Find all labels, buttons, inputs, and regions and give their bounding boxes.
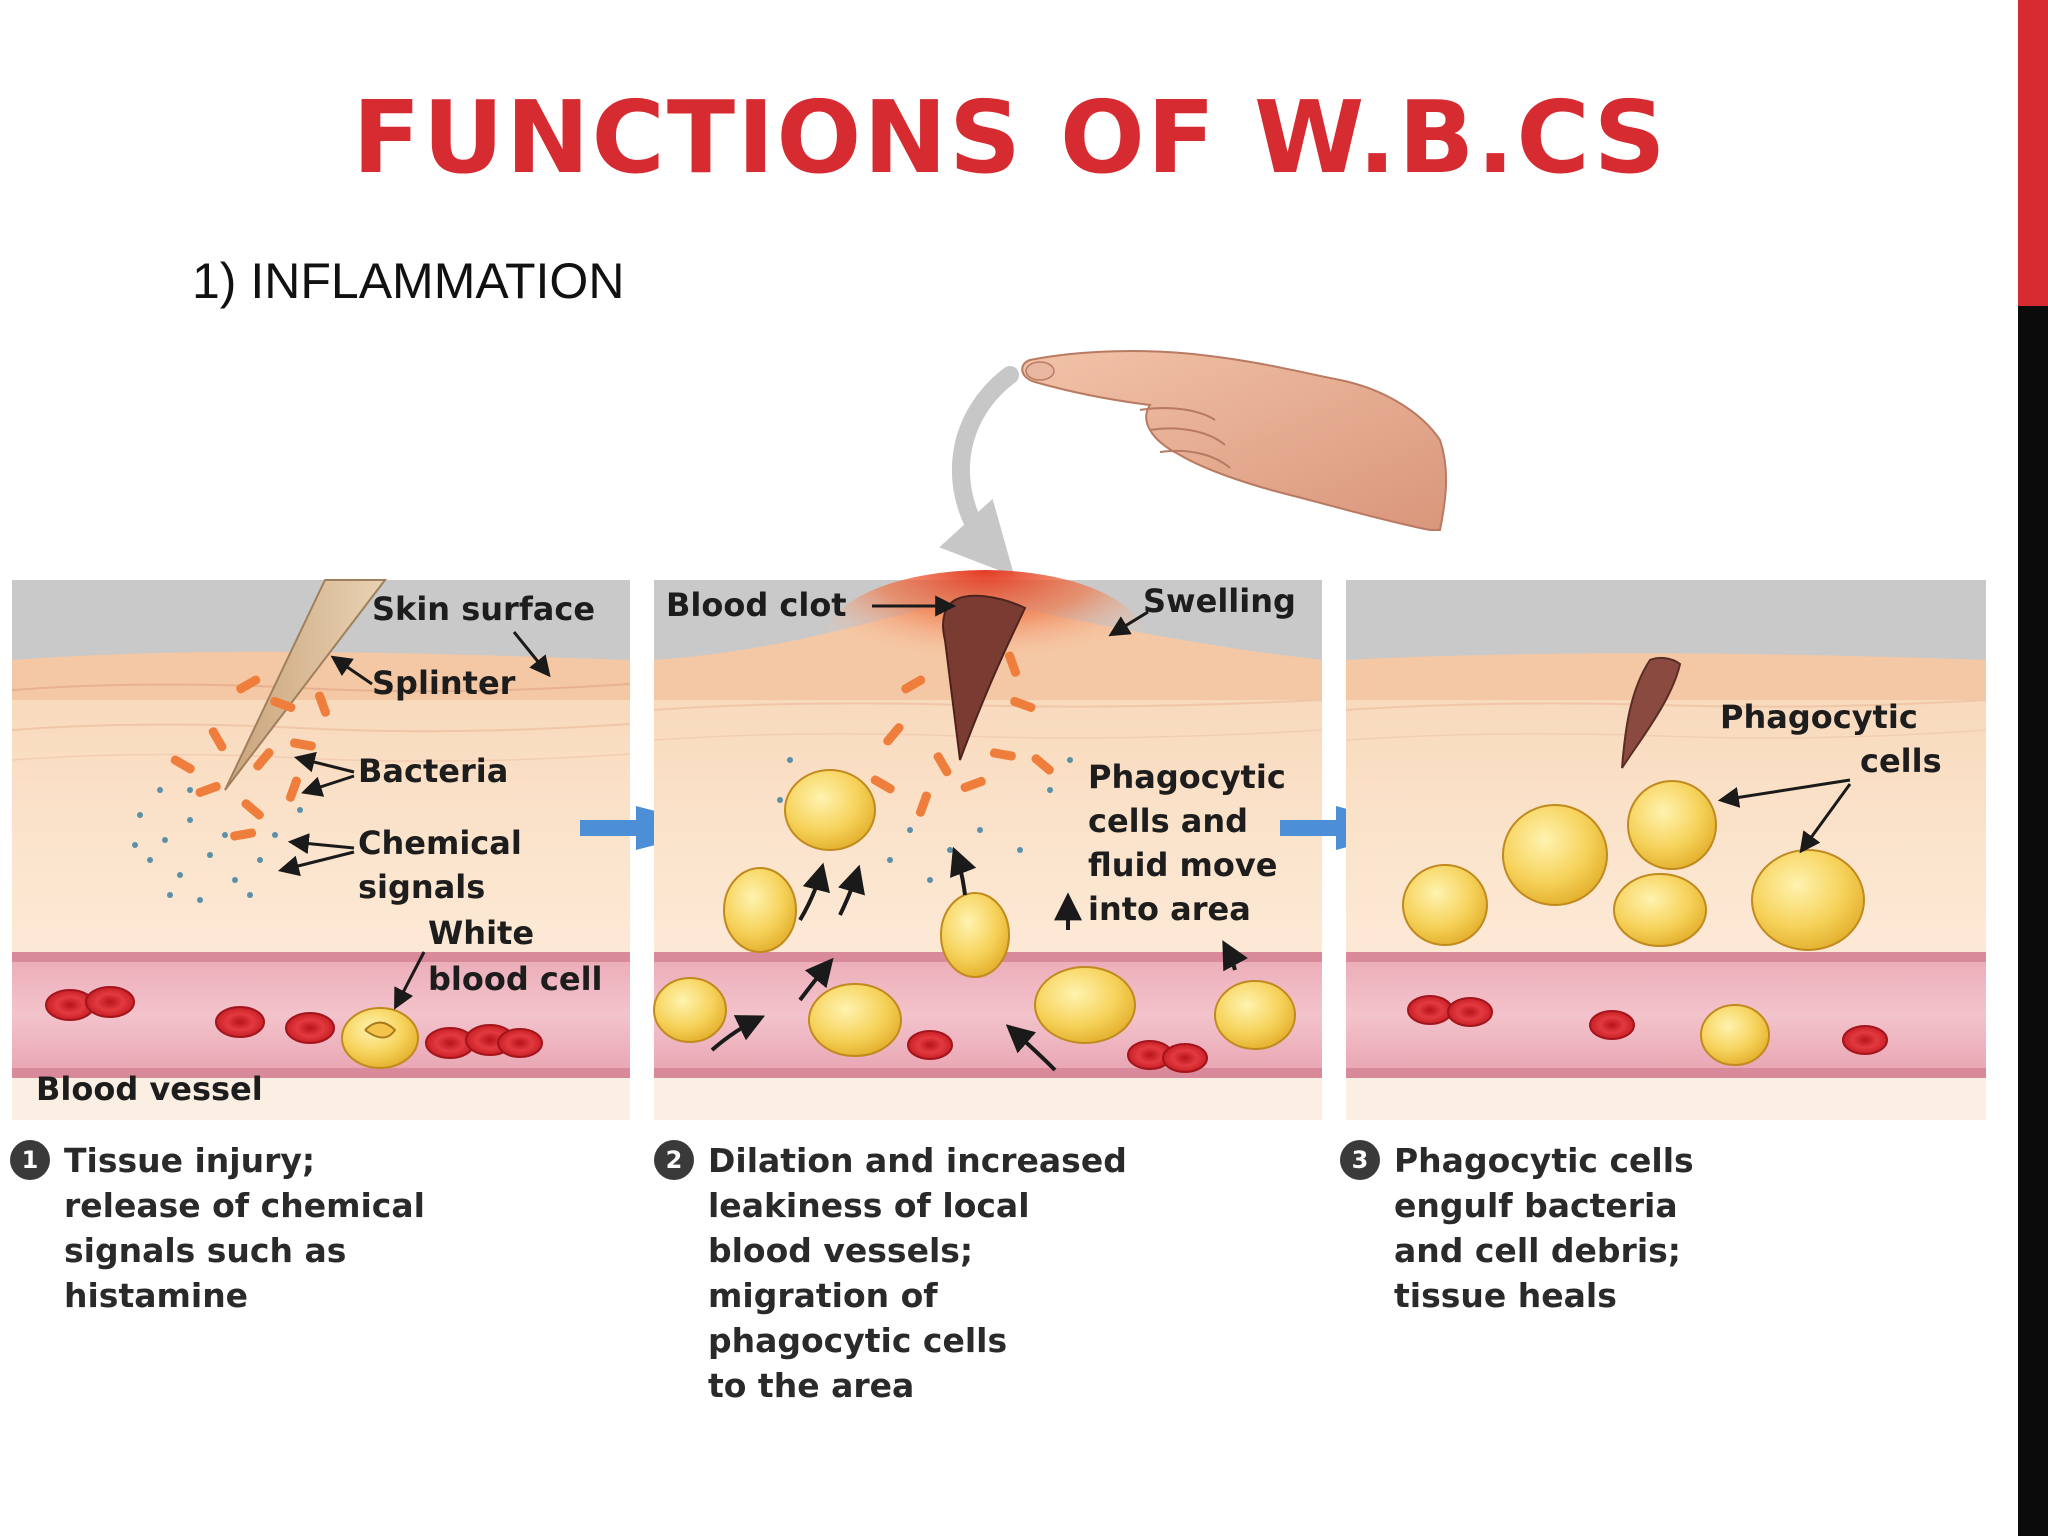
caption-2-line4: migration of	[708, 1276, 938, 1315]
label-blood-clot: Blood clot	[666, 586, 847, 624]
label-swelling: Swelling	[1143, 582, 1296, 620]
label-phagocytic-cells-line2: cells	[1860, 742, 1942, 780]
label-bacteria: Bacteria	[358, 752, 508, 790]
caption-step-2: 2 Dilation and increased leakiness of lo…	[654, 1140, 1127, 1405]
step-number-1: 1	[22, 1146, 39, 1174]
side-accent-bar-black	[2018, 306, 2048, 1536]
label-chemical-signals-line2: signals	[358, 868, 485, 906]
label-splinter: Splinter	[372, 664, 516, 702]
caption-step-3: 3 Phagocytic cells engulf bacteria and c…	[1340, 1140, 1694, 1315]
caption-2-line3: blood vessels;	[708, 1231, 973, 1270]
caption-3-line3: and cell debris;	[1394, 1231, 1681, 1270]
label-phagocytic-move-line2: cells and	[1088, 802, 1248, 840]
caption-1-line2: release of chemical	[64, 1186, 425, 1225]
label-white-blood-cell-line1: White	[428, 914, 534, 952]
caption-3-line1: Phagocytic cells	[1394, 1141, 1694, 1180]
slide-subtitle: 1) INFLAMMATION	[192, 253, 625, 309]
step-number-3: 3	[1352, 1146, 1369, 1174]
label-phagocytic-move-line3: fluid move	[1088, 846, 1277, 884]
step-number-2: 2	[666, 1146, 683, 1174]
slide-title: FUNCTIONS OF W.B.CS	[352, 79, 1668, 196]
caption-2-line1: Dilation and increased	[708, 1141, 1127, 1180]
side-accent-bar-red	[2018, 0, 2048, 306]
label-blood-vessel: Blood vessel	[36, 1070, 263, 1108]
caption-2-line5: phagocytic cells	[708, 1321, 1007, 1360]
label-phagocytic-move-line1: Phagocytic	[1088, 758, 1286, 796]
caption-1-line4: histamine	[64, 1276, 248, 1315]
caption-1-line3: signals such as	[64, 1231, 346, 1270]
caption-step-1: 1 Tissue injury; release of chemical sig…	[10, 1140, 425, 1315]
label-phagocytic-cells-line1: Phagocytic	[1720, 698, 1918, 736]
panel-2-dilation: Blood clot Swelling Phagocytic cells and…	[653, 570, 1323, 1120]
caption-1-line1: Tissue injury;	[64, 1141, 315, 1180]
label-white-blood-cell-line2: blood cell	[428, 960, 603, 998]
hand-illustration	[939, 350, 1448, 577]
label-chemical-signals-line1: Chemical	[358, 824, 522, 862]
caption-2-line2: leakiness of local	[708, 1186, 1030, 1225]
caption-3-line2: engulf bacteria	[1394, 1186, 1678, 1225]
caption-3-line4: tissue heals	[1394, 1276, 1617, 1315]
caption-2-line6: to the area	[708, 1366, 914, 1405]
panel-3-tissue-heals: Phagocytic cells	[1345, 580, 1987, 1120]
label-skin-surface: Skin surface	[372, 590, 595, 628]
panel-1-tissue-injury: Skin surface Splinter Bacteria Chemical …	[11, 579, 631, 1120]
label-phagocytic-move-line4: into area	[1088, 890, 1251, 928]
